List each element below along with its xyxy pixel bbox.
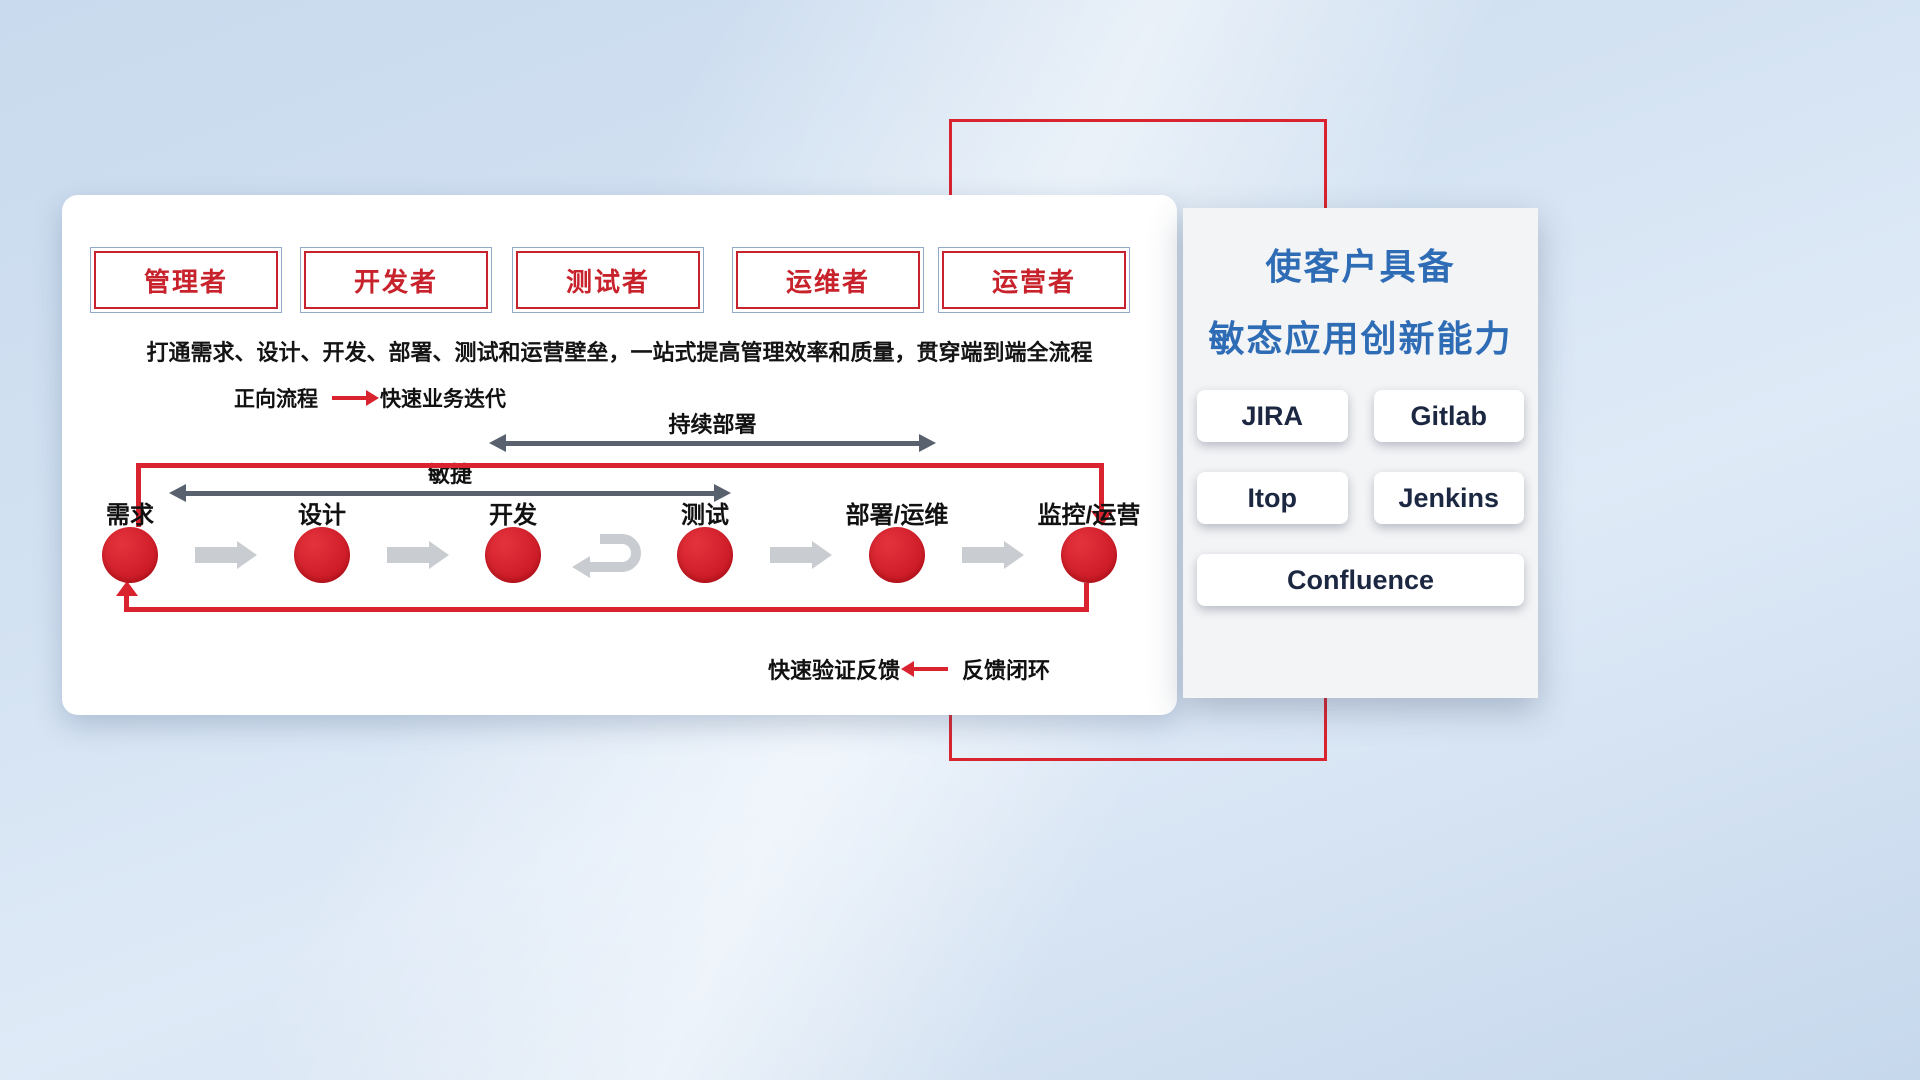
flow-arrow-icon [770, 541, 832, 569]
panel-title-line2: 敏态应用创新能力 [1208, 318, 1513, 359]
tools-grid: JIRA Gitlab Itop Jenkins Confluence [1197, 390, 1524, 606]
flow-arrow-icon [195, 541, 257, 569]
forward-loop-left-segment [136, 463, 141, 527]
flow-arrow-icon [962, 541, 1024, 569]
role-label: 运营者 [942, 251, 1126, 309]
role-box-developer: 开发者 [300, 247, 492, 313]
feedback-arrow-icon [901, 661, 949, 677]
capability-panel: 使客户具备 敏态应用创新能力 JIRA Gitlab Itop Jenkins … [1183, 208, 1538, 698]
tool-chip-jira: JIRA [1197, 390, 1348, 442]
role-label: 测试者 [516, 251, 700, 309]
tool-chip-itop: Itop [1197, 472, 1348, 524]
stage-circle-requirements [102, 527, 158, 583]
stage-label-develop: 开发 [489, 502, 537, 529]
feedback-loop-left-segment [124, 595, 129, 612]
feedback-loop-right-segment [1084, 583, 1089, 612]
stage-circle-design [294, 527, 350, 583]
stage-label-test: 测试 [681, 502, 729, 529]
stage-label-monitor-biz: 监控/运营 [1037, 502, 1141, 529]
forward-arrow-icon [332, 390, 379, 406]
stage-circle-test [677, 527, 733, 583]
forward-legend-desc: 快速业务迭代 [380, 388, 506, 411]
card-subtitle: 打通需求、设计、开发、部署、测试和运营壁垒，一站式提高管理效率和质量，贯穿端到端… [146, 340, 1093, 365]
stage-circle-develop [485, 527, 541, 583]
role-label: 管理者 [94, 251, 278, 309]
iteration-loop-icon [572, 534, 641, 578]
role-box-ops: 运维者 [732, 247, 924, 313]
feedback-loop-arrowhead-icon [116, 581, 138, 596]
panel-title-line1: 使客户具备 [1265, 246, 1456, 287]
feedback-legend: 快速验证反馈 反馈闭环 [768, 653, 1050, 685]
tool-chip-gitlab: Gitlab [1373, 390, 1524, 442]
forward-loop-top-segment [136, 463, 1104, 468]
stage-label-deploy-ops: 部署/运维 [845, 502, 949, 529]
stage-label-requirements: 需求 [106, 502, 154, 529]
forward-legend: 正向流程 快速业务迭代 [234, 383, 506, 413]
feedback-legend-desc: 快速验证反馈 [768, 658, 901, 683]
stage-label-design: 设计 [298, 502, 346, 529]
flow-arrow-icon [387, 541, 449, 569]
tool-chip-jenkins: Jenkins [1373, 472, 1524, 524]
feedback-legend-label: 反馈闭环 [962, 658, 1051, 683]
feedback-loop-bottom-segment [124, 607, 1089, 612]
role-box-tester: 测试者 [512, 247, 704, 313]
forward-loop-right-segment [1099, 463, 1104, 513]
stage-circle-deploy-ops [869, 527, 925, 583]
role-box-manager: 管理者 [90, 247, 282, 313]
tool-chip-confluence: Confluence [1197, 554, 1524, 606]
forward-legend-label: 正向流程 [234, 388, 318, 411]
agile-label: 敏捷 [427, 462, 472, 487]
role-box-business: 运营者 [938, 247, 1130, 313]
agile-double-arrow-icon [169, 484, 731, 502]
cd-double-arrow-icon [489, 434, 936, 452]
role-label: 运维者 [736, 251, 920, 309]
role-label: 开发者 [304, 251, 488, 309]
devops-flow-card: 管理者 开发者 测试者 运维者 运营者 打通需求、设计、开发、部署、测试和运营壁… [62, 195, 1177, 715]
forward-loop-arrowhead-icon [1091, 511, 1113, 526]
stage-circle-monitor-biz [1061, 527, 1117, 583]
cd-label: 持续部署 [668, 412, 757, 437]
